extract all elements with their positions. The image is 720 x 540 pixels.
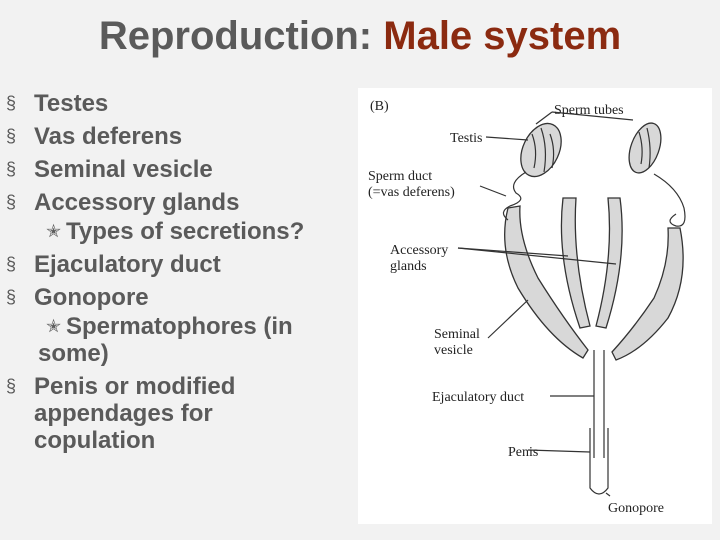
title-main: Reproduction: <box>98 14 384 58</box>
bullet-item: § Testes <box>6 90 361 117</box>
bullet-text: Accessory glands <box>34 189 240 216</box>
bullet-text-wrap: appendages for <box>34 400 213 427</box>
left-sperm-duct <box>502 171 527 221</box>
label-testis: Testis <box>450 131 482 146</box>
bullet-item: § Accessory glands <box>6 189 361 216</box>
sub-bullet-text: Spermatophores (in <box>66 313 293 340</box>
right-sperm-duct <box>653 173 686 227</box>
bullet-text: Gonopore <box>34 284 149 311</box>
sub-bullet-text: Types of secretions? <box>66 218 305 245</box>
label-penis: Penis <box>508 445 538 460</box>
anatomy-illustration: (B) Sperm tubes Testis Sperm duct (=vas … <box>368 99 686 516</box>
bullet-marker: § <box>6 159 17 179</box>
bullet-marker: § <box>6 376 17 396</box>
right-testis <box>628 122 662 174</box>
male-reproductive-figure: (B) Sperm tubes Testis Sperm duct (=vas … <box>358 88 712 524</box>
title-accent: Male system <box>383 14 622 58</box>
bullet-text: Testes <box>34 90 109 117</box>
bullet-marker: § <box>6 254 17 274</box>
bullet-item: § Seminal vesicle <box>6 156 361 183</box>
bullet-item: § Gonopore <box>6 284 361 311</box>
penis <box>589 428 609 495</box>
panel-label: (B) <box>370 99 389 114</box>
sub-bullet-marker: ✭ <box>46 316 62 336</box>
bullet-item: § Ejaculatory duct <box>6 251 361 278</box>
slide-title: Reproduction: Male system <box>0 14 720 59</box>
bullet-marker: § <box>6 287 17 307</box>
bullet-marker: § <box>6 126 17 146</box>
label-accessory: Accessory <box>390 243 448 258</box>
left-testis <box>520 122 562 178</box>
right-seminal-vesicle <box>611 227 684 361</box>
label-ejaculatory-duct: Ejaculatory duct <box>432 390 524 405</box>
label-sperm-tubes: Sperm tubes <box>554 103 624 118</box>
bullet-marker: § <box>6 192 17 212</box>
sub-bullet-text-wrap: some) <box>38 340 109 367</box>
label-glands: glands <box>390 259 427 274</box>
label-sperm-duct: Sperm duct <box>368 169 432 184</box>
left-accessory-gland <box>560 197 591 329</box>
bullet-text: Ejaculatory duct <box>34 251 221 278</box>
label-vesicle: vesicle <box>434 343 473 358</box>
bullet-marker: § <box>6 93 17 113</box>
bullet-text: Vas deferens <box>34 123 183 150</box>
sub-bullet-marker: ✭ <box>46 221 62 241</box>
bullet-text-wrap: copulation <box>34 427 156 454</box>
ejaculatory-duct <box>593 350 605 458</box>
bullet-text: Seminal vesicle <box>34 156 213 183</box>
label-vas-deferens: (=vas deferens) <box>368 185 455 200</box>
label-seminal: Seminal <box>434 327 480 342</box>
bullet-item: § Vas deferens <box>6 123 361 150</box>
bullet-text: Penis or modified <box>34 373 236 400</box>
sub-bullet-item: ✭Types of secretions? <box>6 218 361 245</box>
label-gonopore: Gonopore <box>608 501 664 516</box>
bullet-list: § Testes § Vas deferens § Seminal vesicle §… <box>6 90 361 460</box>
